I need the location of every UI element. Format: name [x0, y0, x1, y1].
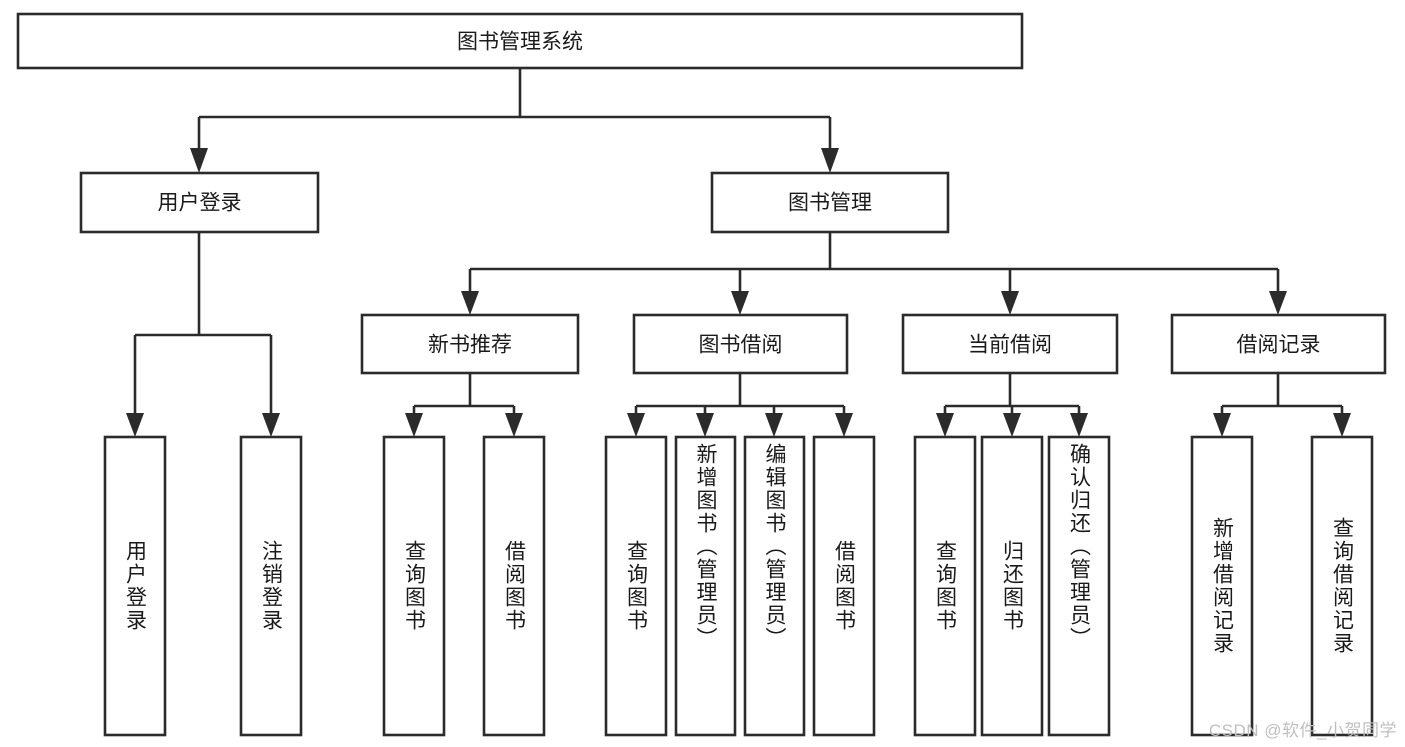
- leaf-current-borrow-2[interactable]: [980, 435, 1044, 737]
- node-book-manage[interactable]: [710, 171, 950, 234]
- leaf-book-borrow-3[interactable]: [743, 435, 806, 737]
- leaf-book-borrow-1[interactable]: [604, 435, 668, 737]
- leaf-borrow-record-1[interactable]: [1190, 435, 1254, 737]
- arrow-head-ul-leaf-1: [126, 413, 144, 437]
- node-current-borrow[interactable]: [901, 313, 1119, 375]
- node-borrow-record[interactable]: [1170, 313, 1387, 375]
- arrow-head-bb-leaf-4: [835, 413, 853, 437]
- arrow-head-br-leaf-1: [1213, 413, 1231, 437]
- node-current-borrow-label: 当前借阅: [968, 334, 1052, 357]
- node-book-borrow-label: 图书借阅: [699, 334, 783, 357]
- csdn-watermark: CSDN @软件_小贺同学: [1208, 721, 1397, 740]
- node-new-book-recommend[interactable]: [360, 313, 580, 375]
- arrow-head-bb-leaf-1: [627, 413, 645, 437]
- arrow-head-nb-leaf-1: [405, 413, 423, 437]
- arrow-head-user-login: [190, 148, 208, 173]
- node-root[interactable]: [16, 12, 1024, 70]
- leaf-book-borrow-2[interactable]: [674, 435, 737, 737]
- arrow-head-new-book: [461, 291, 479, 315]
- arrow-head-bb-leaf-3: [765, 413, 783, 437]
- leaf-current-borrow-3[interactable]: [1047, 435, 1111, 737]
- arrow-head-nb-leaf-2: [505, 413, 523, 437]
- node-new-book-recommend-label: 新书推荐: [428, 334, 512, 357]
- leaf-new-book-2[interactable]: [482, 435, 546, 737]
- arrow-head-cb-leaf-2: [1003, 413, 1021, 437]
- connector-group-root: [190, 68, 839, 173]
- node-user-login[interactable]: [79, 171, 320, 234]
- leaf-book-borrow-4[interactable]: [812, 435, 876, 737]
- leaf-user-login-1[interactable]: [103, 435, 167, 737]
- arrow-head-borrow-record: [1269, 291, 1287, 315]
- arrow-head-book-manage: [821, 148, 839, 173]
- node-book-borrow[interactable]: [632, 313, 849, 375]
- leaf-new-book-1[interactable]: [382, 435, 446, 737]
- connector-group-book-manage: [461, 232, 1287, 315]
- leaf-borrow-record-2[interactable]: [1310, 435, 1374, 737]
- node-root-label: 图书管理系统: [457, 31, 583, 54]
- node-book-manage-label: 图书管理: [788, 192, 872, 215]
- leaf-current-borrow-1[interactable]: [913, 435, 977, 737]
- node-user-login-label: 用户登录: [158, 192, 242, 215]
- connector-group-borrow-record: [1213, 373, 1351, 437]
- connector-group-user-login: [126, 232, 280, 437]
- node-borrow-record-label: 借阅记录: [1237, 334, 1321, 357]
- connector-group-book-borrow: [627, 373, 853, 437]
- arrow-head-book-borrow: [731, 291, 749, 315]
- arrow-head-ul-leaf-2: [262, 413, 280, 437]
- leaf-user-login-2[interactable]: [239, 435, 303, 737]
- arrow-head-cb-leaf-3: [1070, 413, 1088, 437]
- connector-group-new-book: [405, 373, 523, 437]
- arrow-head-current-borrow: [1001, 291, 1019, 315]
- arrow-head-bb-leaf-2: [696, 413, 714, 437]
- arrow-head-br-leaf-2: [1333, 413, 1351, 437]
- arrow-head-cb-leaf-1: [936, 413, 954, 437]
- connector-group-current-borrow: [936, 373, 1088, 437]
